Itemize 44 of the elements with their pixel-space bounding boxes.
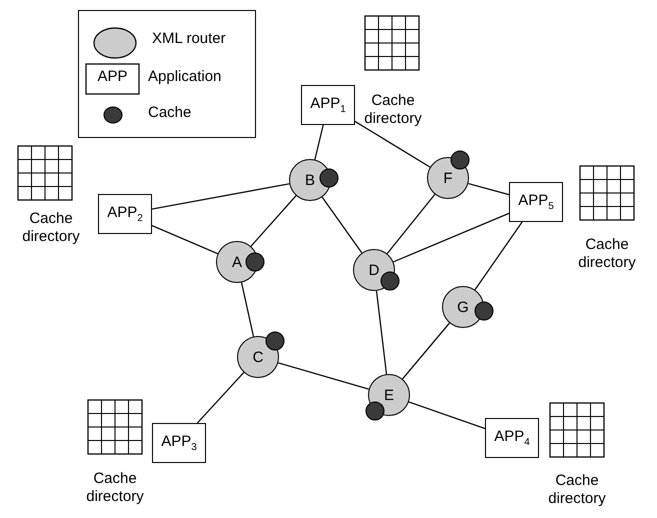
connection-line — [152, 225, 218, 254]
connection-line — [393, 212, 510, 262]
legend-sample-label: APP — [96, 68, 128, 86]
application-box — [98, 194, 152, 234]
connection-line — [402, 322, 450, 380]
connection-line — [196, 372, 244, 424]
application-label: APP$_{5}$ — [518, 192, 554, 212]
cache-directory-label: Cache directory — [577, 236, 637, 272]
router-label: E — [384, 386, 394, 404]
router-label: A — [232, 254, 242, 270]
cache-directory-label: Cache directory — [21, 210, 81, 246]
router-label: D — [368, 262, 380, 278]
application-label: APP$_{4}$ — [494, 428, 530, 448]
cache-directory-label: Cache directory — [547, 472, 607, 508]
connection-line — [474, 222, 523, 290]
application-label: APP$_{3}$ — [161, 433, 197, 453]
connection-line — [250, 195, 296, 247]
connection-line — [468, 182, 510, 196]
connection-line — [322, 196, 362, 254]
connection-line — [354, 120, 430, 168]
application-label: APP$_{2}$ — [107, 204, 143, 224]
application-box — [509, 182, 563, 222]
connection-line — [386, 194, 436, 254]
router-label: G — [457, 298, 469, 316]
connection-line — [152, 183, 290, 210]
application-box — [301, 85, 355, 125]
router-label: F — [443, 170, 453, 186]
application-box — [152, 423, 206, 463]
connection-line — [376, 290, 388, 374]
application-label: APP$_{1}$ — [310, 95, 346, 115]
application-box — [485, 418, 539, 458]
legend-label: XML router — [152, 30, 227, 48]
connection-line — [240, 282, 254, 337]
legend-label: Cache — [148, 104, 192, 122]
router-circle — [237, 336, 279, 378]
router-label: B — [304, 172, 315, 188]
connection-line — [408, 401, 486, 430]
cache-directory-label: Cache directory — [363, 92, 423, 128]
connection-line — [314, 124, 324, 160]
cache-directory-label: Cache directory — [85, 470, 145, 506]
router-circle — [442, 286, 484, 328]
router-label: C — [252, 348, 264, 366]
connection-line — [278, 362, 369, 390]
legend-label: Application — [148, 68, 222, 86]
